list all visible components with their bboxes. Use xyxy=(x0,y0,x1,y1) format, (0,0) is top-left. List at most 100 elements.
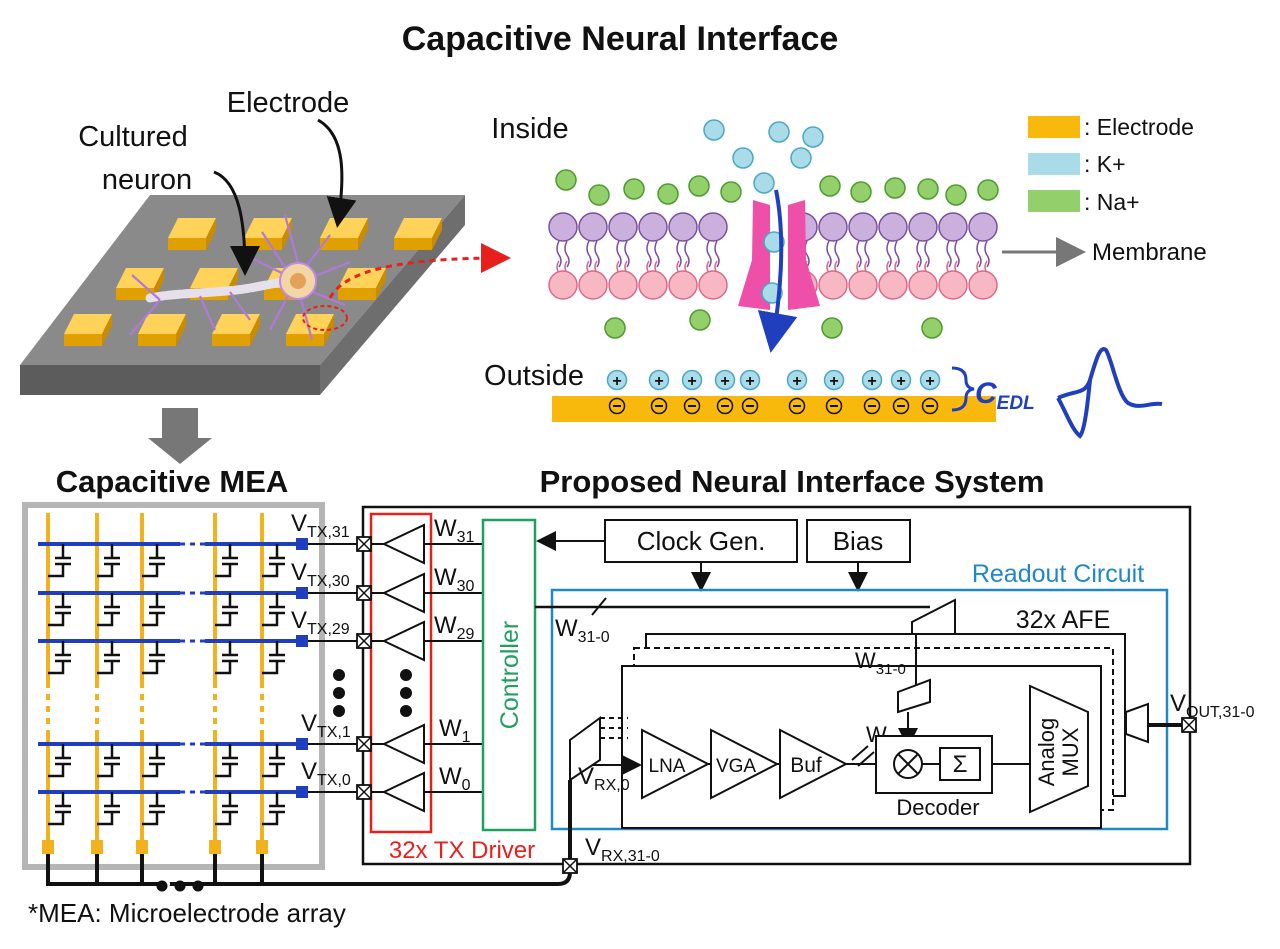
vtx-labels: VTX,31 VTX,30 VTX,29 VTX,1 VTX,0 xyxy=(291,510,351,789)
mea-column-gap-dots xyxy=(46,682,264,730)
legend-label-na: : Na+ xyxy=(1084,189,1140,215)
down-arrow xyxy=(148,408,212,464)
sum-label: Σ xyxy=(953,751,968,778)
rx-input-demux xyxy=(569,716,601,782)
vtx-29-label: VTX,29 xyxy=(291,607,350,638)
mea-array-frame xyxy=(22,502,325,870)
w31-0-label-a: W31-0 xyxy=(555,615,610,646)
mea-col-pads xyxy=(42,840,268,854)
controller-block xyxy=(481,518,537,832)
cedl-brace xyxy=(951,366,975,412)
w31-0-label-b: W31-0 xyxy=(855,648,906,678)
vtx-1-label: VTX,1 xyxy=(301,710,351,741)
cultured-neuron xyxy=(129,214,351,341)
sum-block xyxy=(939,747,981,781)
vga-label: VGA xyxy=(716,756,756,777)
bias-block xyxy=(806,519,911,563)
vout-label: VOUT,31-0 xyxy=(1170,690,1255,721)
legend-label-k: : K+ xyxy=(1084,151,1126,177)
mea-rows xyxy=(38,542,298,794)
main-title: Capacitive Neural Interface xyxy=(402,20,839,58)
cedl-sub: EDL xyxy=(997,393,1035,414)
controller-label: Controller xyxy=(496,621,524,729)
vrx-io-pin xyxy=(562,858,578,874)
channel-k-ion-1 xyxy=(763,231,785,253)
edl-plus-ions: + xyxy=(606,369,941,391)
k-ions xyxy=(703,119,824,194)
zoom-region xyxy=(302,305,348,331)
w30-label: W30 xyxy=(434,564,475,595)
legend-swatch-k xyxy=(1028,153,1080,175)
buf-label: Buf xyxy=(790,754,822,777)
mixer-cross xyxy=(897,753,919,775)
vtx-30-label: VTX,30 xyxy=(291,559,350,590)
mux-label-line2: MUX xyxy=(1058,727,1083,776)
ion-flow-arrow xyxy=(757,189,798,353)
svg-text:+: + xyxy=(612,373,621,390)
tx-driver-buffers xyxy=(381,523,425,813)
cultured-label: Cultured xyxy=(78,121,188,153)
system-frame xyxy=(361,505,1192,866)
rx-bus-dots xyxy=(156,878,204,892)
membrane-label: Membrane xyxy=(1092,239,1207,266)
cedl-main: C xyxy=(975,377,998,410)
tx-driver-frame xyxy=(369,512,433,834)
legend-swatch-na xyxy=(1028,190,1080,212)
w-labels: W31 W30 W29 W1 W0 xyxy=(434,515,475,794)
mea-title: Capacitive MEA xyxy=(56,464,289,499)
mea-vertical-dots xyxy=(333,669,412,717)
output-mux xyxy=(1125,702,1149,744)
mea-capacitors xyxy=(46,542,287,826)
mea-column-gap xyxy=(44,682,266,730)
neuron-label: neuron xyxy=(102,164,192,196)
vtx-31-label: VTX,31 xyxy=(291,510,350,541)
clock-gen-label: Clock Gen. xyxy=(637,526,766,556)
readout-label: Readout Circuit xyxy=(972,560,1144,588)
ion-channel xyxy=(738,200,820,310)
w0-label: W0 xyxy=(439,763,471,794)
mea-row-pads xyxy=(296,538,308,798)
zoom-arrow xyxy=(328,243,511,299)
decoder-label: Decoder xyxy=(896,795,979,820)
decoder-input-demux xyxy=(851,745,875,767)
lna-label: LNA xyxy=(649,756,686,777)
lna-block xyxy=(641,728,711,800)
analog-mux-block xyxy=(1029,684,1089,814)
vrx0-label: VRX,0 xyxy=(578,763,630,794)
spike-waveform xyxy=(1057,347,1163,408)
afe-label: 32x AFE xyxy=(1016,606,1111,634)
buf-block xyxy=(779,728,849,800)
vga-block xyxy=(710,728,780,800)
outside-label: Outside xyxy=(484,360,584,392)
legend-label-electrode: : Electrode xyxy=(1084,114,1194,140)
legend: : Electrode : K+ : Na+ xyxy=(1028,114,1194,215)
na-ions xyxy=(555,169,999,339)
electrode-bar xyxy=(552,396,996,422)
electrode-pointer-arrow xyxy=(317,118,357,228)
w31-label: W31 xyxy=(434,515,475,546)
rx-bus-wire xyxy=(46,854,572,886)
w0-demux xyxy=(897,678,931,714)
spike-tail xyxy=(1056,379,1092,439)
electrode-label: Electrode xyxy=(227,87,350,119)
membrane-lipids xyxy=(548,212,998,300)
system-title: Proposed Neural Interface System xyxy=(540,464,1045,499)
legend-swatch-electrode xyxy=(1028,116,1080,138)
neuron-pointer-arrow xyxy=(213,170,260,276)
plate-electrodes xyxy=(64,218,442,346)
mux-label-line1: Analog xyxy=(1034,718,1059,787)
cedl-label: CEDL xyxy=(975,377,1035,414)
w-bus-slash xyxy=(591,597,607,616)
inside-label: Inside xyxy=(491,113,568,145)
w1-label: W1 xyxy=(439,715,471,746)
edl-minus-charges xyxy=(608,397,939,415)
tx-driver-label: 32x TX Driver xyxy=(389,837,535,864)
bias-label: Bias xyxy=(833,526,884,556)
vtx-0-label: VTX,0 xyxy=(301,758,351,789)
mea-row-dashes xyxy=(180,542,205,794)
w29-label: W29 xyxy=(434,612,475,643)
footnote: *MEA: Microelectrode array xyxy=(28,898,346,928)
mea-columns xyxy=(46,513,264,842)
rx-input-stack xyxy=(600,717,628,739)
